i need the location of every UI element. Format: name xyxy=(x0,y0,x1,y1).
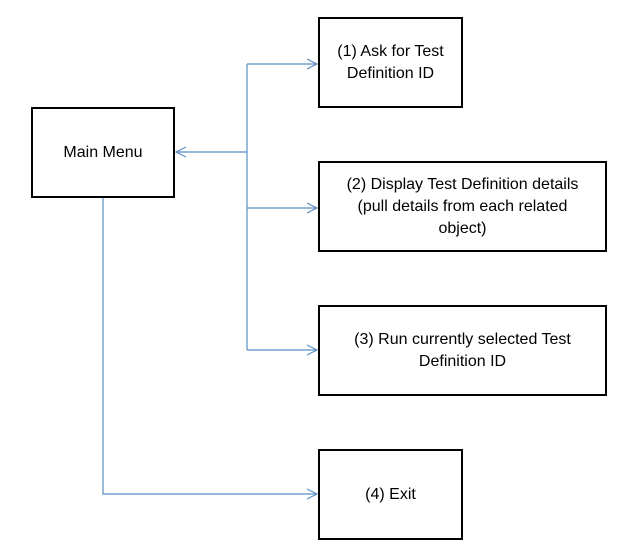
edge-to-option4 xyxy=(102,198,317,494)
option4-label: (4) Exit xyxy=(365,485,416,503)
option3-node: (3) Run currently selected Test Definiti… xyxy=(318,305,607,396)
option2-label: (2) Display Test Definition details (pul… xyxy=(346,175,579,237)
option4-node: (4) Exit xyxy=(318,449,463,540)
main-menu-label: Main Menu xyxy=(63,143,143,161)
option2-node: (2) Display Test Definition details (pul… xyxy=(318,161,607,252)
main-menu-node: Main Menu xyxy=(31,107,175,198)
option3-label: (3) Run currently selected Test Definiti… xyxy=(354,330,571,370)
option1-node: (1) Ask for Test Definition ID xyxy=(318,17,463,108)
option1-label: (1) Ask for Test Definition ID xyxy=(337,42,444,82)
